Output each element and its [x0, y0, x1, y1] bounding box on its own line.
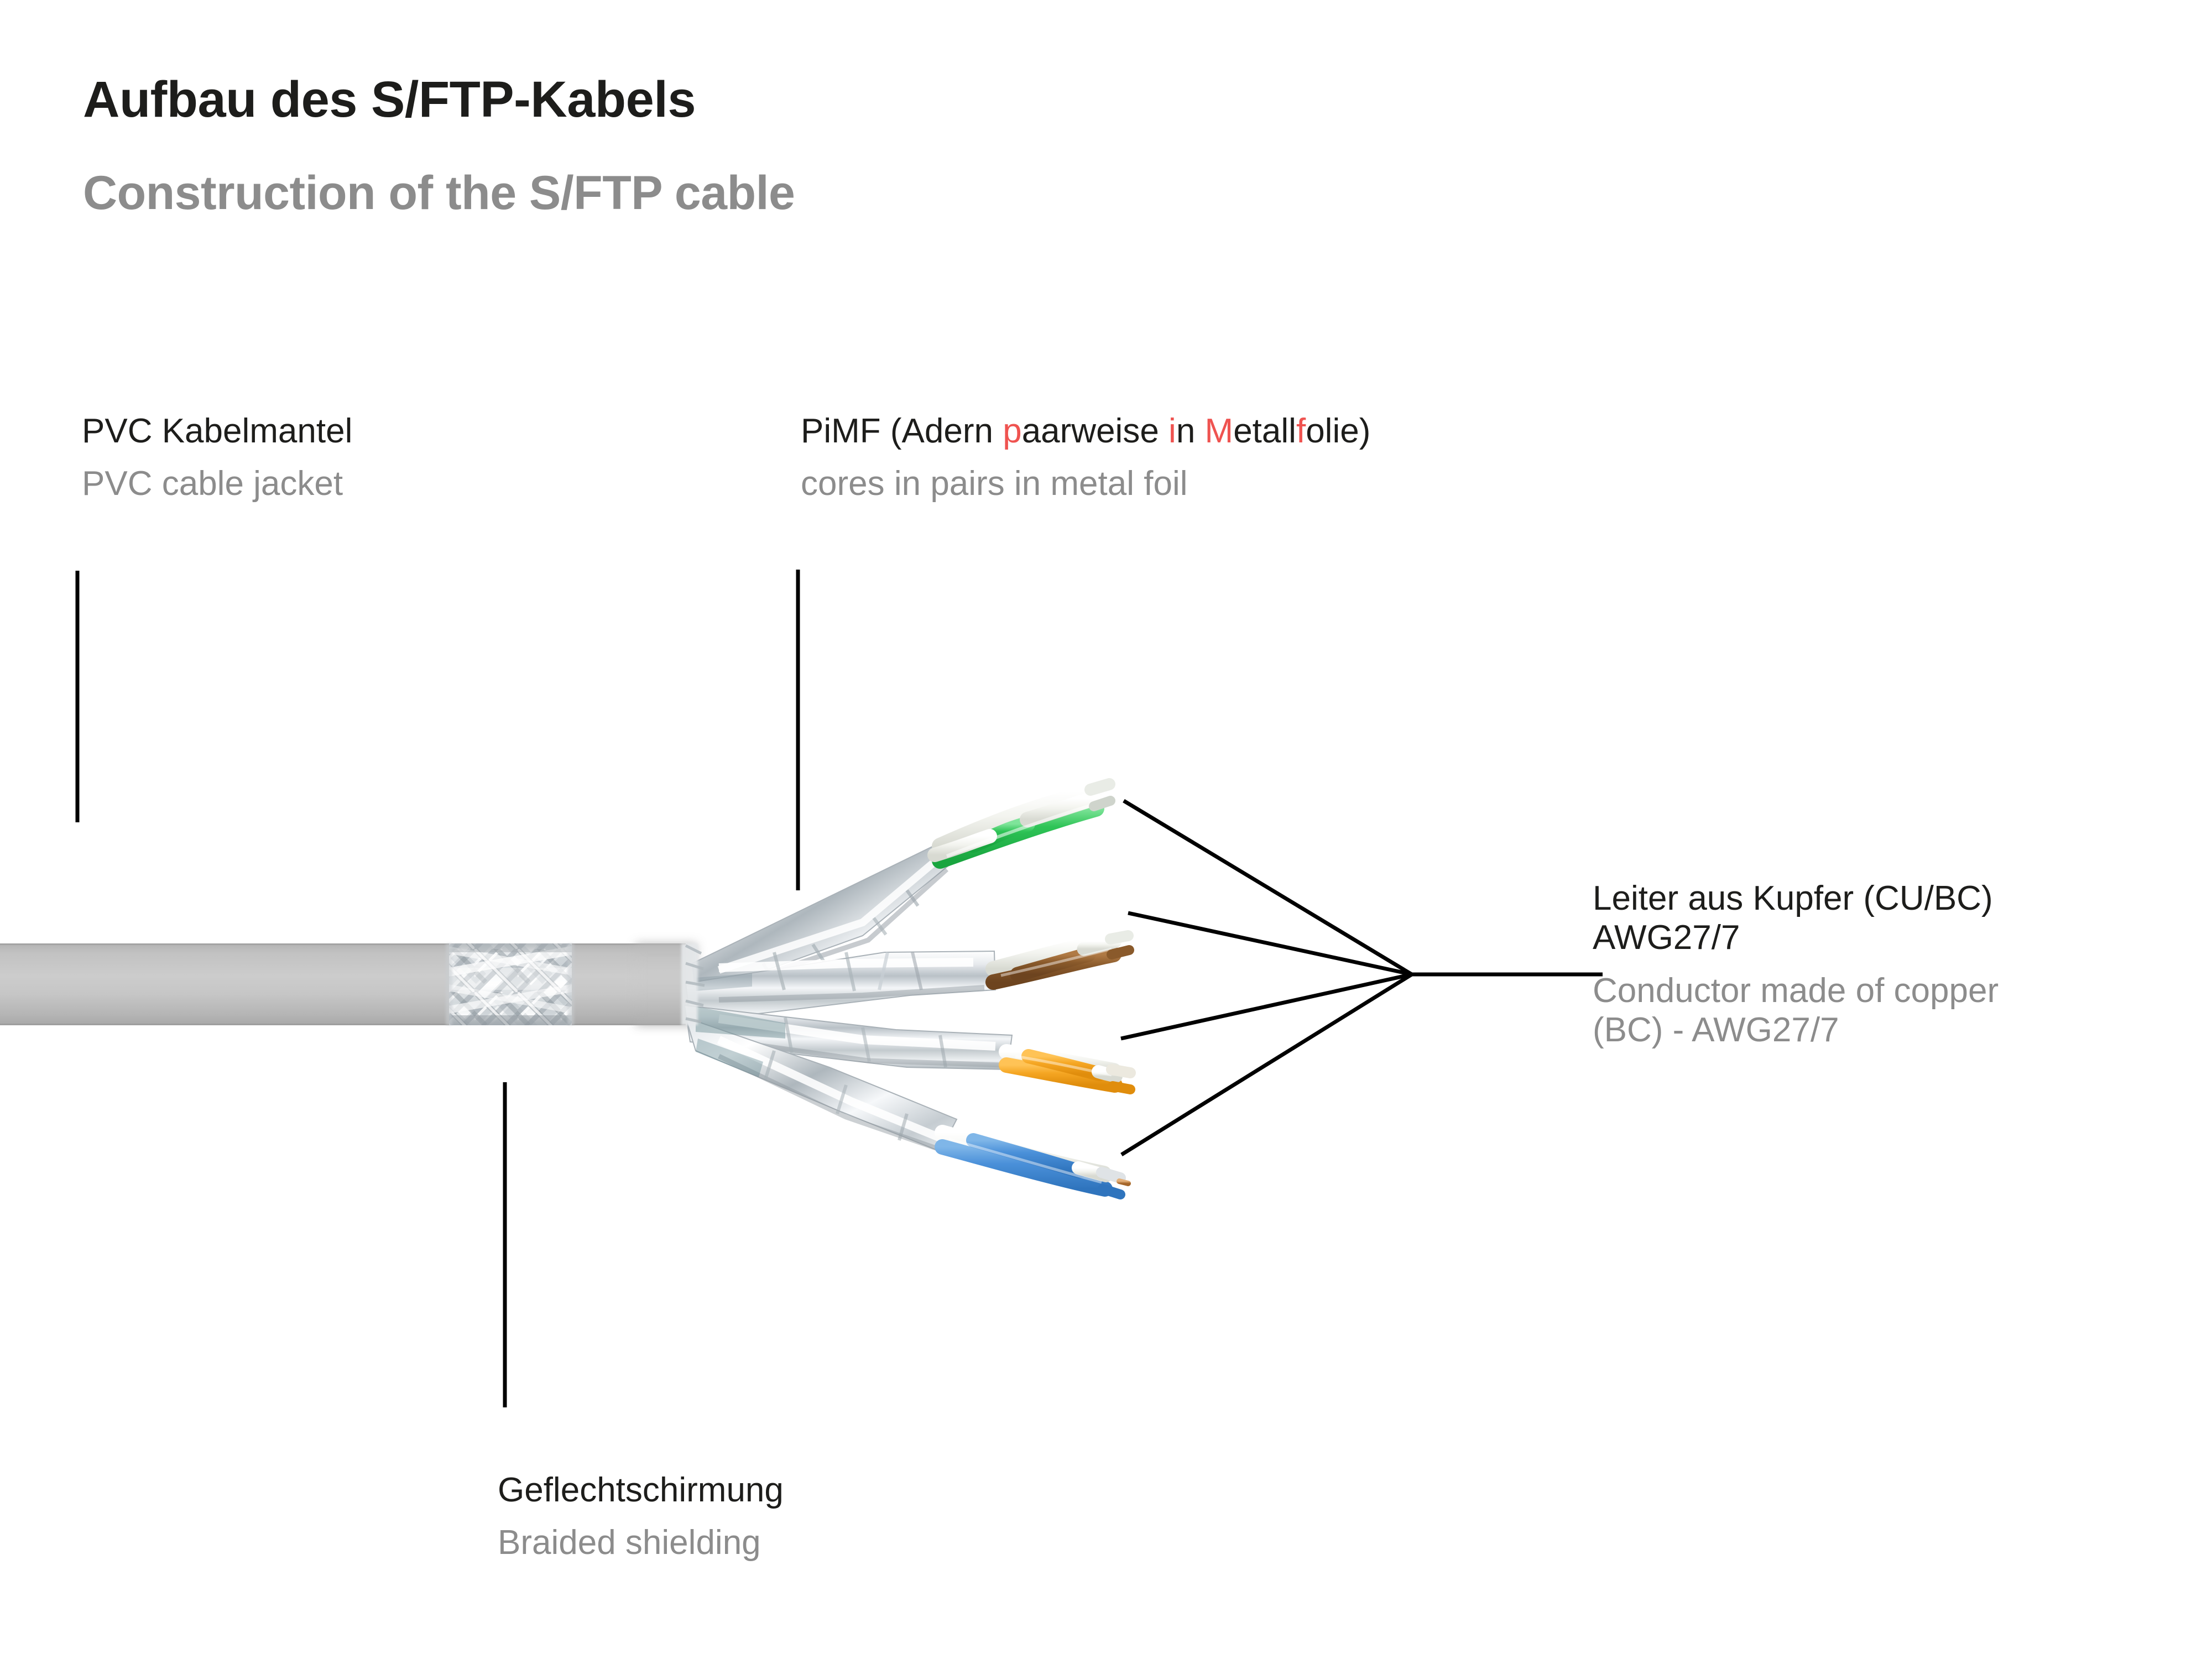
twisted-pair-blue — [935, 1125, 1131, 1199]
callout-conductor: Leiter aus Kupfer (CU/BC) AWG27/7 Conduc… — [1593, 879, 2201, 1050]
foil-inner-shadow — [696, 973, 785, 1077]
callout-pvc-jacket-label-en: PVC cable jacket — [82, 464, 343, 503]
callout-pimf-label-en: cores in pairs in metal foil — [801, 464, 1188, 503]
callout-braided-shielding-label-en: Braided shielding — [498, 1523, 761, 1562]
page-title-de: Aufbau des S/FTP-Kabels — [83, 71, 696, 128]
leader-line-conductor-4 — [1120, 973, 1413, 1156]
pvc-jacket — [0, 943, 697, 1025]
twisted-pair-orange — [999, 1044, 1136, 1094]
page-title-en: Construction of the S/FTP cable — [83, 166, 795, 220]
callout-pimf: PiMF (Adern paarweise in Metallfolie) co… — [801, 412, 1575, 503]
callout-pvc-jacket-label-de: PVC Kabelmantel — [82, 412, 353, 450]
callout-braided-shielding: Geflechtschirmung Braided shielding — [498, 1471, 995, 1562]
twisted-pair-brown — [985, 930, 1134, 990]
cable-assembly — [0, 778, 1136, 1199]
leader-lines — [75, 570, 1603, 1407]
callout-pvc-jacket: PVC Kabelmantel PVC cable jacket — [82, 412, 580, 503]
foil-wrap-pair-brown — [685, 950, 997, 1023]
leader-line-conductor-2 — [1128, 911, 1412, 977]
braided-shielding — [446, 943, 574, 1025]
callout-conductor-label-en: Conductor made of copper (BC) - AWG27/7 — [1593, 972, 1999, 1050]
jacket-cut-edge — [681, 943, 705, 1025]
leader-line-conductor-1 — [1123, 799, 1413, 976]
leader-line-conductor-3 — [1120, 972, 1412, 1041]
callout-pimf-label-de: PiMF (Adern paarweise in Metallfolie) — [801, 412, 1371, 450]
twisted-pair-green — [927, 778, 1115, 869]
callout-braided-shielding-label-de: Geflechtschirmung — [498, 1471, 784, 1509]
callout-conductor-label-de: Leiter aus Kupfer (CU/BC) AWG27/7 — [1593, 879, 1993, 957]
